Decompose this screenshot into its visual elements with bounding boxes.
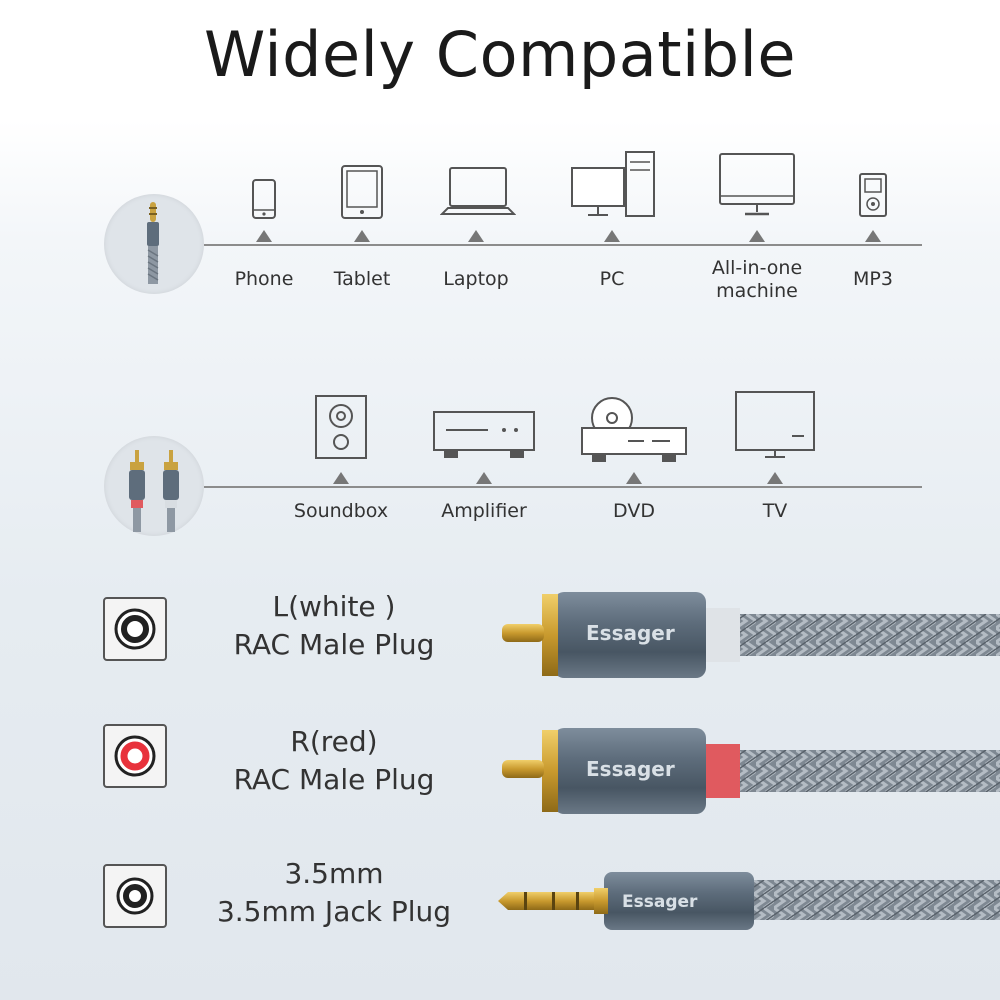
soundbox-device bbox=[314, 394, 368, 469]
phone-icon bbox=[252, 179, 276, 219]
rca-jack-white-icon bbox=[114, 608, 156, 650]
device-label-tablet: Tablet bbox=[333, 268, 391, 290]
brand-logo-text: Essager bbox=[586, 621, 675, 645]
timeline-row1 bbox=[204, 244, 922, 246]
device-label-amplifier: Amplifier bbox=[441, 500, 527, 522]
tv-icon bbox=[735, 391, 815, 458]
device-label-all-in-one-line1: All-in-one bbox=[711, 257, 803, 279]
timeline-marker bbox=[256, 230, 272, 242]
aux-3.5mm-plug-icon bbox=[147, 202, 159, 284]
timeline-marker bbox=[767, 472, 783, 484]
white-rca-plug-illustration: Essager bbox=[502, 592, 1000, 678]
timeline-marker bbox=[468, 230, 484, 242]
dvd-device bbox=[580, 390, 688, 471]
rca-plug-badge bbox=[104, 436, 204, 536]
device-label-mp3: MP3 bbox=[853, 268, 893, 290]
aux-3.5mm-plug-illustration: Essager bbox=[498, 872, 1000, 930]
rca-jack-red-icon bbox=[114, 735, 156, 777]
plug-channel-label: R(red) bbox=[290, 725, 378, 758]
plug-description-aux: 3.5mm 3.5mm Jack Plug bbox=[184, 855, 484, 931]
timeline-row2 bbox=[204, 486, 922, 488]
mp3-device bbox=[858, 172, 888, 223]
plug-type-label: RAC Male Plug bbox=[233, 763, 435, 796]
laptop-device bbox=[439, 166, 517, 225]
tablet-icon bbox=[341, 165, 383, 219]
laptop-icon bbox=[439, 167, 517, 215]
timeline-marker bbox=[476, 472, 492, 484]
white-rca-plug-image: Essager bbox=[496, 586, 1000, 687]
timeline-marker bbox=[604, 230, 620, 242]
brand-logo-text: Essager bbox=[586, 757, 675, 781]
aux-plug-image: Essager bbox=[494, 866, 1000, 941]
plug-size-label: 3.5mm bbox=[284, 857, 384, 890]
mp3-player-icon bbox=[859, 173, 887, 217]
plug-type-label: 3.5mm Jack Plug bbox=[216, 895, 452, 928]
device-label-laptop: Laptop bbox=[443, 268, 509, 290]
plug-description-right: R(red) RAC Male Plug bbox=[184, 723, 484, 799]
dvd-icon bbox=[581, 397, 687, 462]
rca-plugs-icon bbox=[129, 450, 179, 532]
brand-logo-text: Essager bbox=[622, 892, 698, 912]
device-label-all-in-one: All-in-one machine bbox=[692, 257, 822, 303]
device-label-all-in-one-line2: machine bbox=[716, 280, 798, 302]
plug-channel-label: L(white ) bbox=[272, 590, 396, 623]
device-label-dvd: DVD bbox=[613, 500, 655, 522]
amplifier-device bbox=[432, 410, 536, 467]
aux-jack-icon bbox=[116, 877, 154, 915]
aux-jack-symbol bbox=[103, 864, 167, 928]
white-rca-jack-symbol bbox=[103, 597, 167, 661]
phone-device bbox=[247, 178, 281, 225]
pc-device bbox=[570, 150, 660, 225]
device-label-tv: TV bbox=[762, 500, 788, 522]
tablet-device bbox=[338, 164, 386, 225]
plug-description-left: L(white ) RAC Male Plug bbox=[184, 588, 484, 664]
device-label-pc: PC bbox=[599, 268, 625, 290]
tv-device bbox=[734, 390, 816, 467]
timeline-marker bbox=[333, 472, 349, 484]
page-title: Widely Compatible bbox=[203, 18, 797, 91]
red-rca-plug-image: Essager bbox=[496, 722, 1000, 823]
all-in-one-icon bbox=[719, 153, 795, 216]
amplifier-icon bbox=[433, 411, 535, 458]
timeline-marker bbox=[354, 230, 370, 242]
device-label-phone: Phone bbox=[234, 268, 294, 290]
aux-plug-badge bbox=[104, 194, 204, 294]
all-in-one-device bbox=[718, 152, 796, 223]
pc-icon bbox=[571, 151, 655, 217]
red-rca-plug-illustration: Essager bbox=[502, 728, 1000, 814]
plug-type-label: RAC Male Plug bbox=[233, 628, 435, 661]
timeline-marker bbox=[749, 230, 765, 242]
timeline-marker bbox=[626, 472, 642, 484]
soundbox-icon bbox=[315, 395, 367, 459]
red-rca-jack-symbol bbox=[103, 724, 167, 788]
device-label-soundbox: Soundbox bbox=[293, 500, 389, 522]
timeline-marker bbox=[865, 230, 881, 242]
